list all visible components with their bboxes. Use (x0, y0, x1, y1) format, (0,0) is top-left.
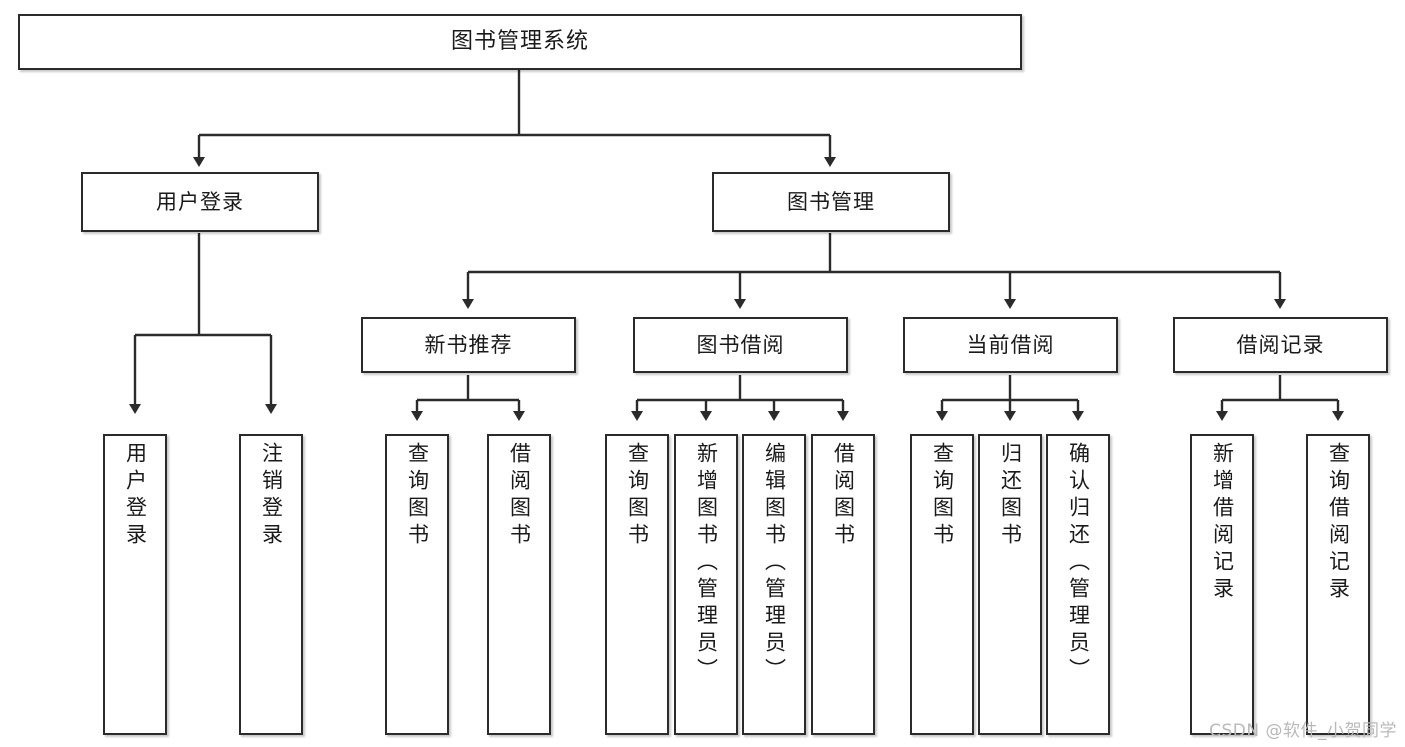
leaf-confirm-return-label: 确认归还（管理员） (1066, 442, 1091, 685)
node-new-book-recommend-label: 新书推荐 (424, 332, 513, 357)
leaf-logout-login[interactable]: 注销登录 (239, 434, 303, 735)
leaf-query-record[interactable]: 查询借阅记录 (1306, 434, 1370, 735)
node-borrow-record[interactable]: 借阅记录 (1173, 317, 1388, 373)
leaf-user-login[interactable]: 用户登录 (103, 434, 167, 735)
leaf-edit-book-label: 编辑图书（管理员） (762, 442, 787, 685)
leaf-query-book-1-label: 查询图书 (405, 442, 430, 550)
node-borrow-record-label: 借阅记录 (1236, 332, 1325, 357)
node-root[interactable]: 图书管理系统 (18, 14, 1022, 70)
leaf-user-login-label: 用户登录 (123, 442, 148, 550)
leaf-query-book-3[interactable]: 查询图书 (910, 434, 974, 735)
leaf-query-book-2[interactable]: 查询图书 (605, 434, 669, 735)
node-current-borrow-label: 当前借阅 (966, 332, 1055, 357)
leaf-return-book-label: 归还图书 (998, 442, 1023, 550)
leaf-borrow-book-2[interactable]: 借阅图书 (811, 434, 875, 735)
node-book-borrow-label: 图书借阅 (696, 332, 785, 357)
node-user-login[interactable]: 用户登录 (81, 172, 319, 232)
leaf-query-record-label: 查询借阅记录 (1326, 442, 1351, 604)
leaf-return-book[interactable]: 归还图书 (978, 434, 1042, 735)
node-new-book-recommend[interactable]: 新书推荐 (361, 317, 576, 373)
leaf-confirm-return[interactable]: 确认归还（管理员） (1046, 434, 1110, 735)
node-user-login-label: 用户登录 (156, 189, 244, 214)
leaf-add-book-label: 新增图书（管理员） (694, 442, 719, 685)
leaf-query-book-2-label: 查询图书 (625, 442, 650, 550)
leaf-borrow-book-1-label: 借阅图书 (507, 442, 532, 550)
leaf-query-book-3-label: 查询图书 (930, 442, 955, 550)
node-current-borrow[interactable]: 当前借阅 (903, 317, 1118, 373)
leaf-add-record[interactable]: 新增借阅记录 (1190, 434, 1254, 735)
leaf-borrow-book-1[interactable]: 借阅图书 (487, 434, 551, 735)
leaf-logout-login-label: 注销登录 (259, 442, 284, 550)
leaf-borrow-book-2-label: 借阅图书 (831, 442, 856, 550)
leaf-add-book[interactable]: 新增图书（管理员） (674, 434, 738, 735)
node-book-borrow[interactable]: 图书借阅 (633, 317, 848, 373)
leaf-query-book-1[interactable]: 查询图书 (385, 434, 449, 735)
node-book-manage[interactable]: 图书管理 (712, 172, 950, 232)
leaf-edit-book[interactable]: 编辑图书（管理员） (742, 434, 806, 735)
leaf-add-record-label: 新增借阅记录 (1210, 442, 1235, 604)
node-book-manage-label: 图书管理 (787, 189, 875, 214)
node-root-label: 图书管理系统 (450, 29, 589, 55)
